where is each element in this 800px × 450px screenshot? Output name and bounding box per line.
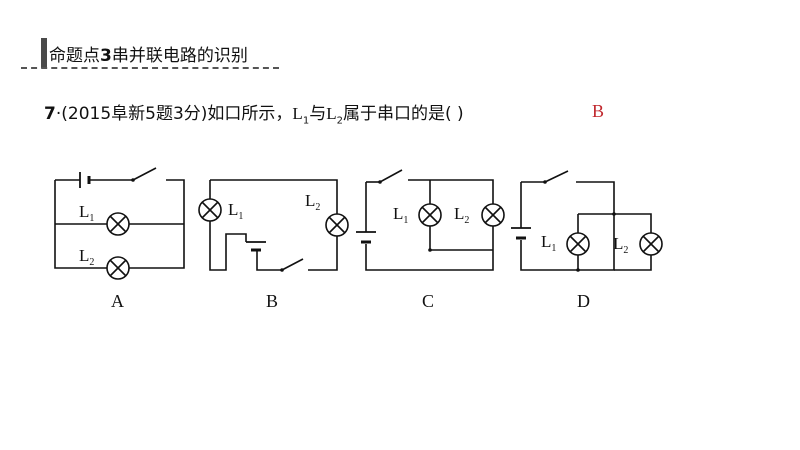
- svg-text:L2: L2: [454, 204, 469, 226]
- heading-dashed-line: [21, 67, 279, 69]
- lamp-icon: [198, 198, 222, 222]
- lamp-icon: [418, 203, 442, 227]
- switch-icon: [132, 167, 157, 181]
- switch-icon: [379, 169, 403, 183]
- question-text: 7·(2015阜新5题3分)如口所示，L1与L2属于串口的是( ): [44, 99, 464, 126]
- section-heading: 命题点3串并联电路的识别: [21, 38, 279, 69]
- lamp-icon: [106, 256, 130, 280]
- lamp-l2-sub: 2: [336, 115, 343, 127]
- switch-icon: [544, 170, 569, 183]
- heading-bar: [41, 38, 47, 68]
- svg-text:L2: L2: [305, 191, 320, 213]
- question-suffix: 属于串口的是( ): [342, 104, 464, 124]
- circuit-c: L1 L2 C: [356, 169, 505, 311]
- heading-number: 3: [100, 46, 112, 66]
- lamp-icon: [639, 232, 663, 256]
- circuit-d: L1 L2 D: [511, 170, 663, 311]
- option-label-d: D: [577, 291, 590, 311]
- lamp-icon: [106, 212, 130, 236]
- circuit-b: L1 L2 B: [198, 179, 349, 311]
- heading-prefix: 命题点: [49, 46, 100, 66]
- lamp-l1-sub: 1: [302, 115, 310, 127]
- answer-mark: B: [592, 101, 605, 121]
- question-prefix: ·(2015阜新5题3分)如口所示，: [55, 104, 293, 124]
- svg-text:L2: L2: [79, 246, 94, 268]
- question-mid: 与: [309, 104, 327, 124]
- svg-text:L1: L1: [541, 232, 556, 254]
- lamp-l1-label: L: [292, 104, 303, 123]
- switch-icon: [281, 258, 304, 271]
- lamp-icon: [566, 232, 590, 256]
- heading-text: 命题点3串并联电路的识别: [49, 41, 248, 66]
- svg-text:L2: L2: [613, 234, 628, 256]
- circuit-a: L1 L2 A: [54, 167, 185, 311]
- heading-title: 串并联电路的识别: [111, 46, 248, 66]
- option-label-a: A: [111, 291, 124, 311]
- question-number: 7: [44, 104, 56, 124]
- lamp-icon: [325, 213, 349, 237]
- svg-text:L1: L1: [79, 202, 94, 224]
- lamp-icon: [481, 203, 505, 227]
- svg-text:L1: L1: [393, 204, 408, 226]
- option-label-b: B: [266, 291, 278, 311]
- option-label-c: C: [422, 291, 434, 311]
- lamp-l2-label: L: [326, 104, 337, 123]
- svg-text:L1: L1: [228, 200, 243, 222]
